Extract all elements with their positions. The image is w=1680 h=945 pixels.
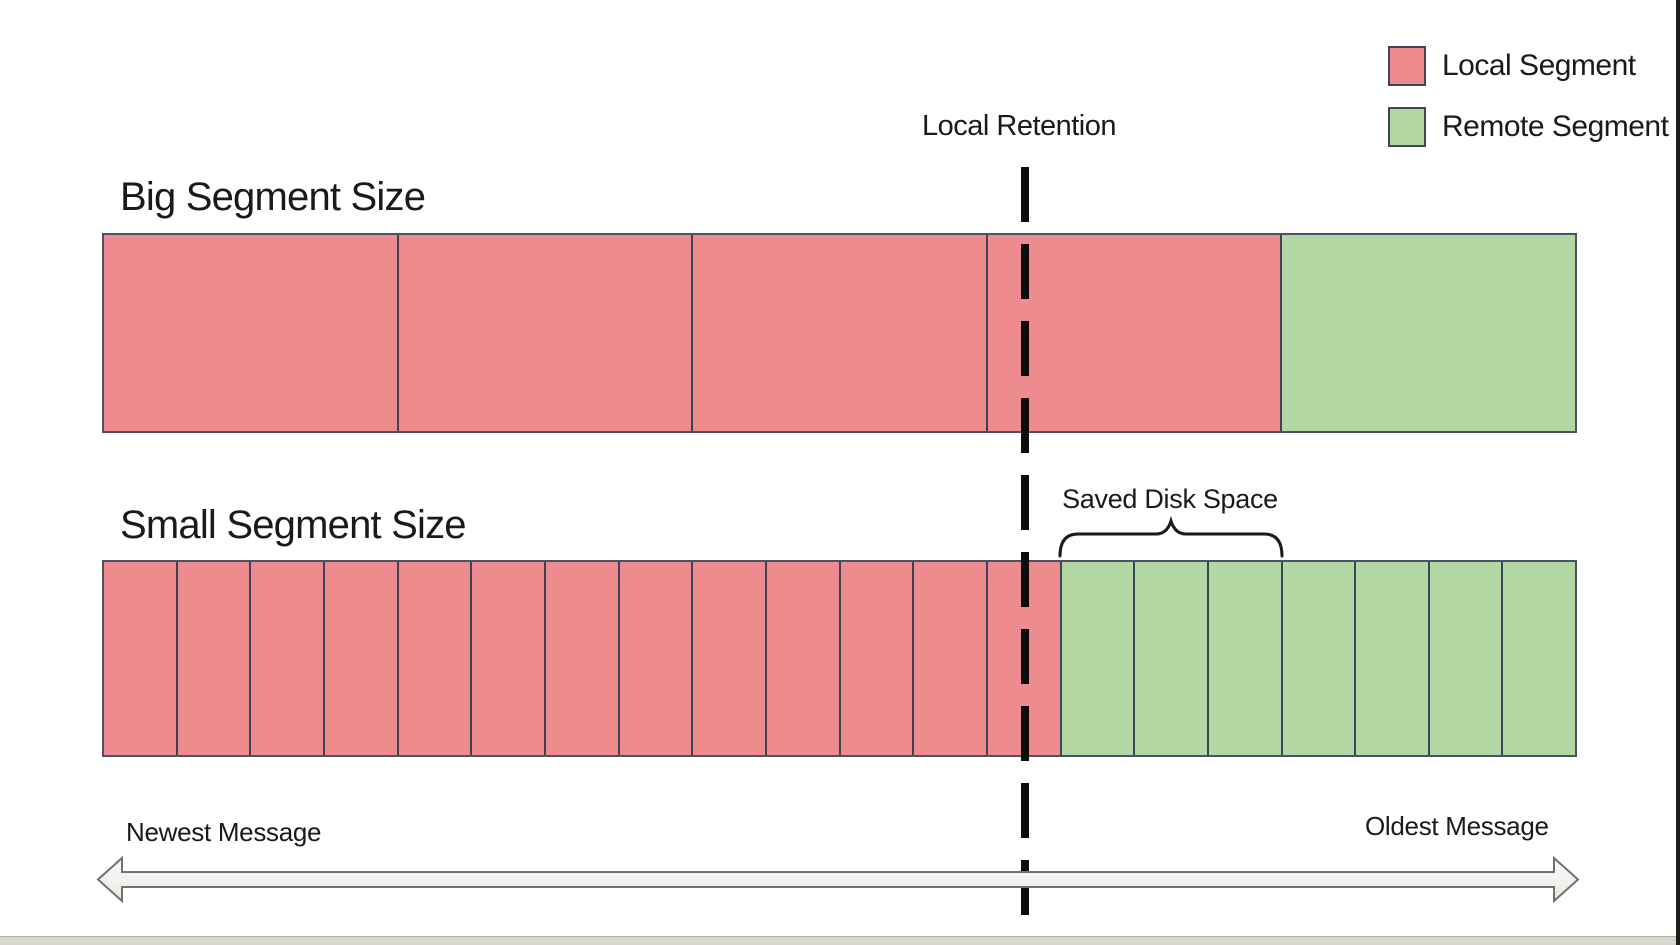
timeline-arrow [96,856,1580,904]
local-segment-cell [396,562,471,755]
legend-label-local: Local Segment [1442,49,1636,82]
remote-segment-cell [1280,562,1355,755]
local-segment-cell [691,235,986,431]
remote-segment-cell [1133,562,1207,755]
local-segment-cell [175,562,250,755]
remote-segment-cell [1354,562,1428,755]
local-segment-swatch [1388,46,1426,86]
local-segment-cell [764,562,839,755]
legend-label-remote: Remote Segment [1442,110,1669,143]
remote-segment-cell [1501,562,1576,755]
window-bottom-edge [0,936,1680,945]
newest-message-label: Newest Message [126,817,322,847]
small-segment-bar [102,560,1577,757]
legend: Local Segment Remote Segment [1388,45,1669,167]
local-segment-cell [322,562,397,755]
local-segment-cell [396,235,692,431]
remote-segment-swatch [1388,107,1426,147]
remote-segment-cell [1280,235,1575,431]
local-segment-cell [249,562,323,755]
oldest-message-label: Oldest Message [1365,811,1549,841]
saved-disk-space-brace [1058,516,1284,558]
window-right-border [1676,0,1680,945]
remote-segment-cell [1059,562,1134,755]
local-segment-cell [470,562,544,755]
legend-item-local: Local Segment [1388,45,1668,87]
local-retention-label: Local Retention [921,110,1117,142]
local-segment-cell [104,562,176,755]
big-bar-title: Big Segment Size [120,175,426,219]
local-segment-cell [543,562,618,755]
local-segment-cell [912,562,986,755]
local-segment-cell [691,562,765,755]
local-segment-cell [985,235,1281,431]
saved-disk-space-label: Saved Disk Space [1062,484,1278,514]
small-bar-title: Small Segment Size [120,503,467,547]
legend-item-remote: Remote Segment [1388,106,1669,148]
local-segment-cell [617,562,692,755]
local-segment-cell [104,235,397,431]
big-segment-bar [102,233,1577,433]
local-retention-dashed-line [1021,167,1029,915]
remote-segment-cell [1427,562,1502,755]
remote-segment-cell [1206,562,1281,755]
local-segment-cell [838,562,913,755]
